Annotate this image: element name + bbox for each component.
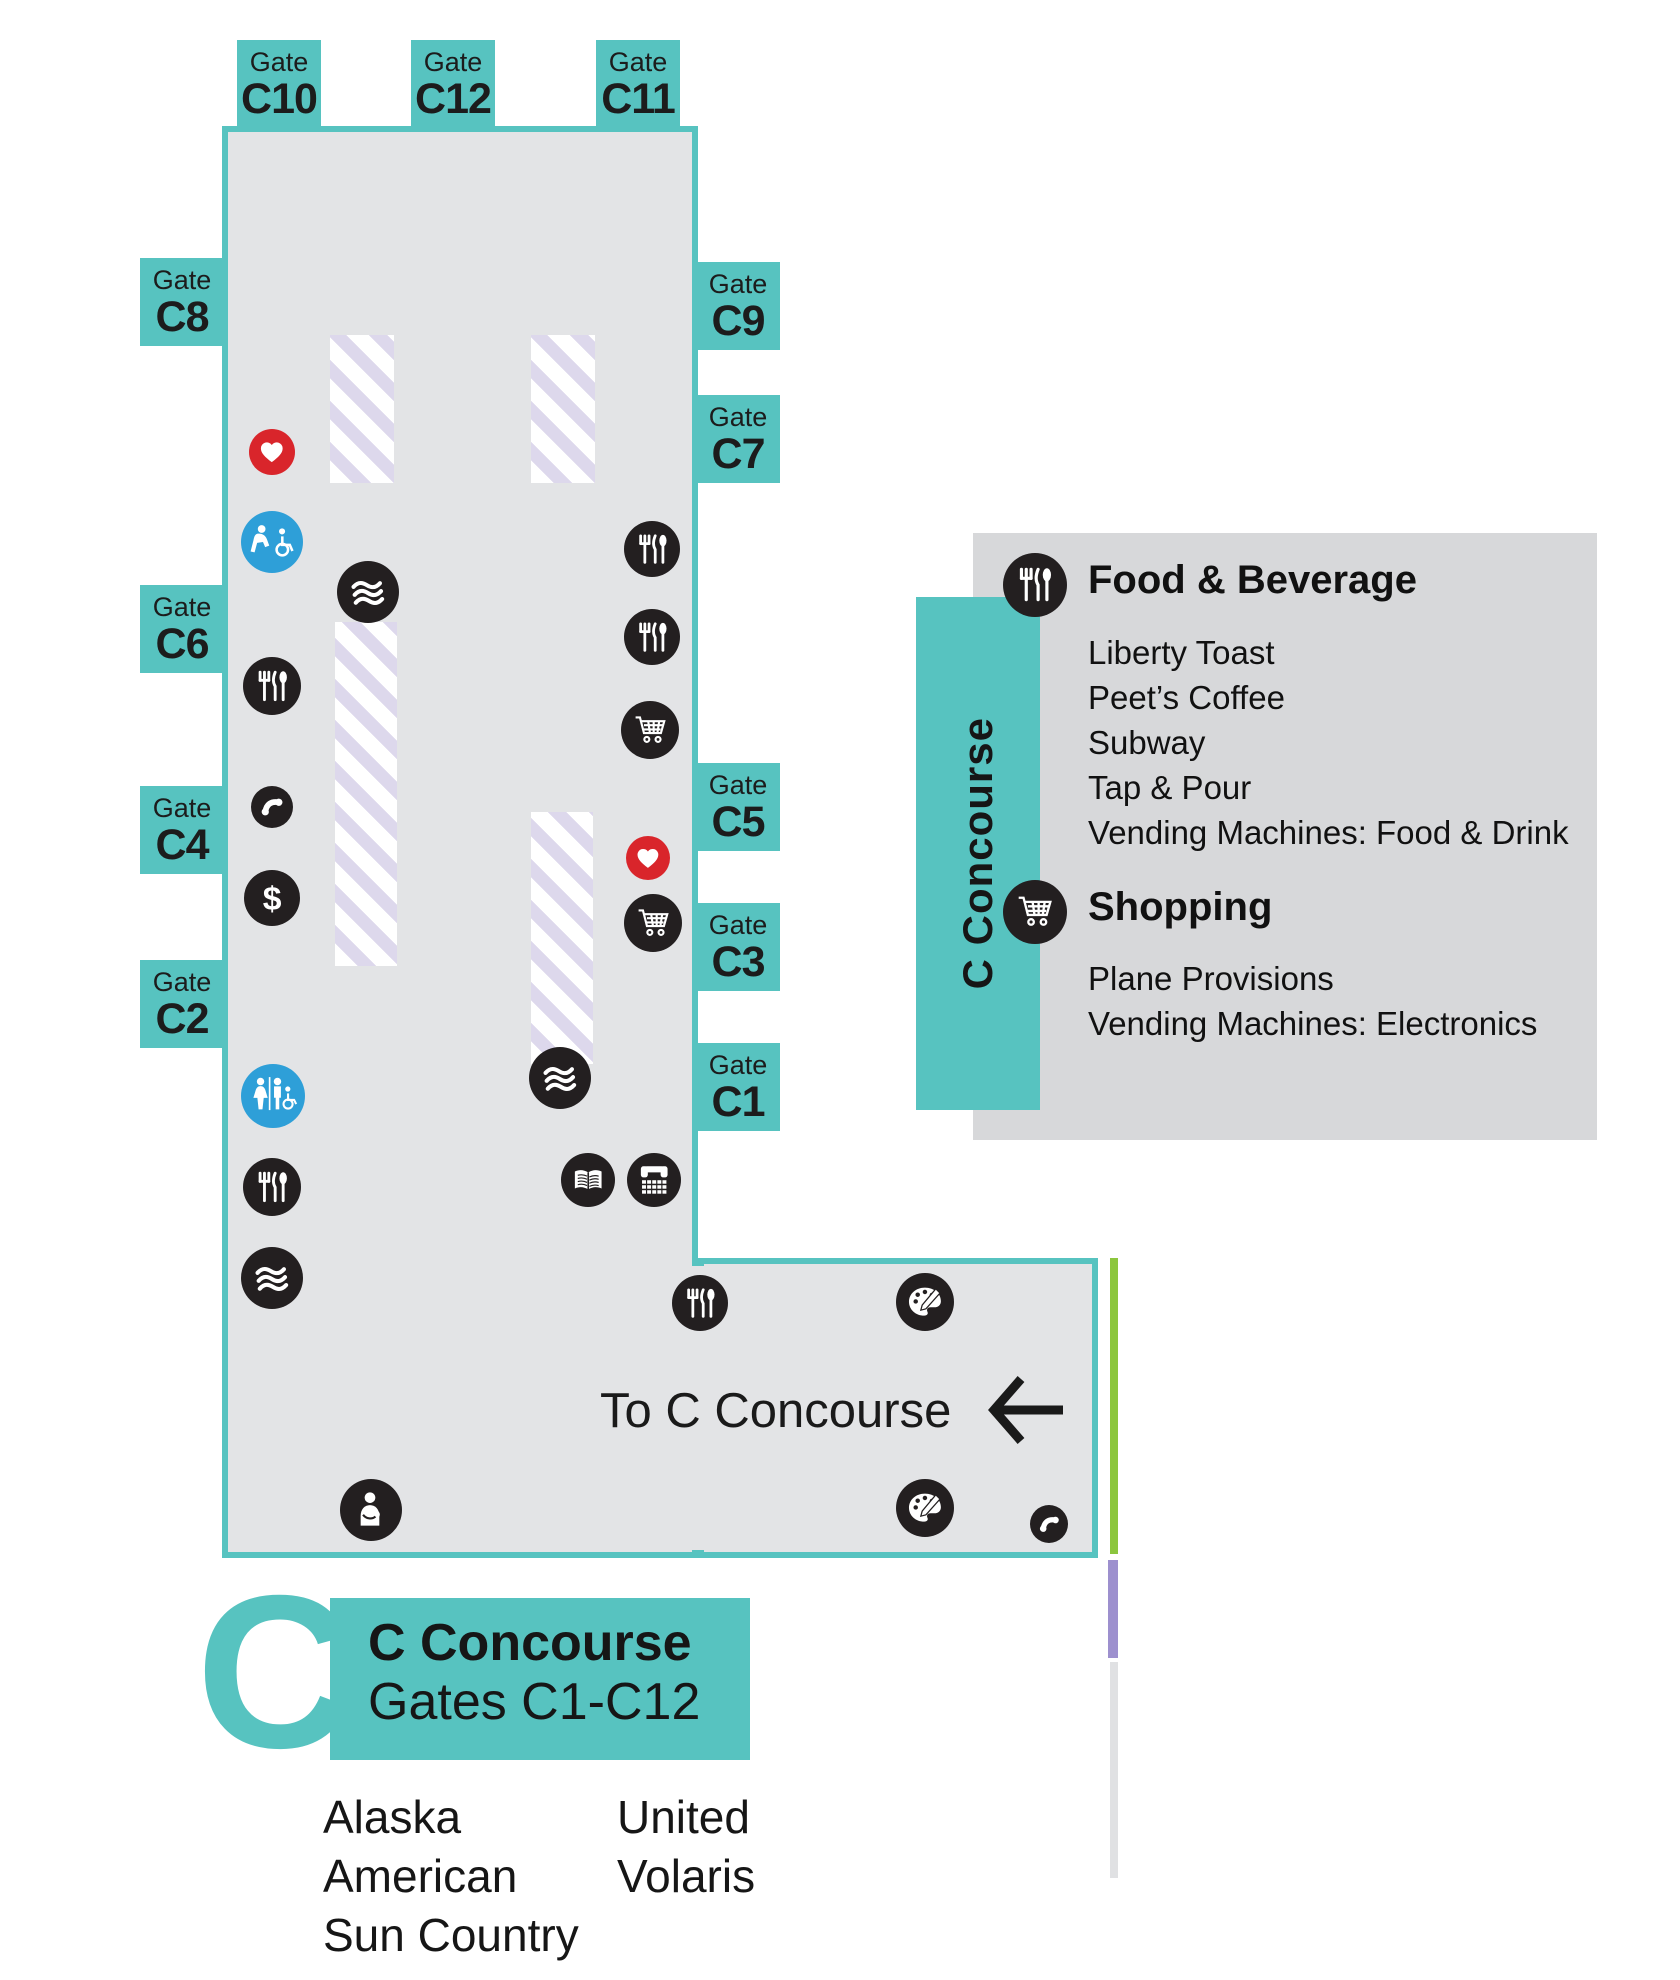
legend-item: Vending Machines: Food & Drink — [1088, 814, 1569, 851]
water-bottle-fill-icon — [241, 1247, 303, 1309]
gate-number: C8 — [155, 293, 210, 341]
legend-shopping-items: Plane Provisions Vending Machines: Elect… — [1088, 956, 1537, 1046]
airlines-column-right: United Volaris — [617, 1788, 755, 1906]
gate-number: C11 — [601, 75, 676, 123]
gate-c10: Gate C10 — [237, 40, 321, 128]
gate-c12: Gate C12 — [411, 40, 495, 128]
gate-c9: Gate C9 — [696, 262, 780, 350]
airline: Volaris — [617, 1850, 756, 1902]
gate-c2: Gate C2 — [140, 960, 224, 1048]
gate-c3: Gate C3 — [696, 903, 780, 991]
gate-word: Gate — [708, 1050, 768, 1080]
adult-changing-icon — [241, 511, 303, 573]
gate-number: C3 — [711, 938, 766, 986]
body-join-patch — [690, 1266, 710, 1550]
shopping-cart-icon — [621, 701, 679, 759]
gate-number: C9 — [711, 297, 766, 345]
gate-c7: Gate C7 — [696, 395, 780, 483]
gate-word: Gate — [152, 592, 212, 622]
legend-item: Vending Machines: Electronics — [1088, 1005, 1538, 1042]
gate-word: Gate — [708, 770, 768, 800]
moving-walkway — [531, 335, 595, 483]
legend-panel — [973, 533, 1597, 1140]
gate-word: Gate — [423, 47, 483, 77]
gate-c4: Gate C4 — [140, 786, 224, 874]
airline: American — [323, 1850, 518, 1902]
svg-text:$: $ — [263, 880, 282, 918]
legend-banner-label: C Concourse — [954, 717, 1001, 990]
legend-item: Peet’s Coffee — [1088, 679, 1285, 716]
gate-c11: Gate C11 — [596, 40, 680, 128]
restaurant-icon — [624, 521, 680, 577]
arrow-left-icon — [988, 1376, 1063, 1444]
concourse-main-body — [222, 126, 698, 1558]
gate-word: Gate — [152, 793, 212, 823]
gate-c6: Gate C6 — [140, 585, 224, 673]
concourse-title-box: C Concourse Gates C1-C12 — [330, 1598, 750, 1760]
atm-icon: $ — [244, 870, 300, 926]
airlines-column-left: Alaska American Sun Country — [323, 1788, 579, 1965]
water-bottle-fill-icon — [529, 1047, 591, 1109]
moving-walkway — [330, 335, 394, 483]
library-icon — [561, 1153, 615, 1207]
tty-phone-icon — [627, 1153, 681, 1207]
gate-word: Gate — [708, 402, 768, 432]
gate-number: C7 — [711, 430, 766, 478]
gate-number: C4 — [155, 821, 210, 869]
gate-number: C1 — [711, 1078, 766, 1126]
gate-number: C10 — [241, 75, 318, 123]
aed-heart-icon — [626, 836, 670, 880]
green-edge-line — [1110, 1258, 1118, 1554]
concourse-title: C Concourse — [368, 1614, 692, 1672]
concourse-letter: C — [196, 1551, 354, 1794]
restaurant-icon — [624, 609, 680, 665]
gate-c8: Gate C8 — [140, 258, 224, 346]
phone-icon — [1030, 1505, 1068, 1543]
moving-walkway — [531, 812, 593, 1064]
legend-item: Plane Provisions — [1088, 960, 1334, 997]
nursing-room-icon — [340, 1479, 402, 1541]
restaurant-icon — [672, 1275, 728, 1331]
gate-c5: Gate C5 — [696, 763, 780, 851]
legend-shopping-title: Shopping — [1088, 885, 1273, 929]
art-exhibit-icon — [896, 1273, 954, 1331]
gate-word: Gate — [708, 910, 768, 940]
art-exhibit-icon — [896, 1479, 954, 1537]
moving-walkway — [335, 622, 397, 966]
gate-number: C12 — [415, 75, 492, 123]
to-concourse-label: To C Concourse — [600, 1384, 952, 1438]
restaurant-icon — [243, 657, 301, 715]
aed-heart-icon — [249, 429, 295, 475]
gate-number: C2 — [155, 995, 210, 1043]
airline: Sun Country — [323, 1909, 579, 1961]
restaurant-icon — [243, 1158, 301, 1216]
gate-c1: Gate C1 — [696, 1043, 780, 1131]
legend-food-title: Food & Beverage — [1088, 558, 1417, 602]
airline: Alaska — [323, 1791, 462, 1843]
restaurant-icon — [1003, 553, 1067, 617]
legend-food-items: Liberty Toast Peet’s Coffee Subway Tap &… — [1088, 630, 1569, 855]
gray-edge-line — [1110, 1662, 1118, 1878]
water-bottle-fill-icon — [337, 561, 399, 623]
purple-edge-line — [1108, 1560, 1118, 1658]
gate-word: Gate — [152, 265, 212, 295]
airline: United — [617, 1791, 750, 1843]
gate-number: C6 — [155, 620, 210, 668]
gate-word: Gate — [249, 47, 309, 77]
legend-item: Liberty Toast — [1088, 634, 1275, 671]
gate-word: Gate — [708, 269, 768, 299]
shopping-cart-icon — [624, 894, 682, 952]
shopping-cart-icon — [1003, 880, 1067, 944]
gate-word: Gate — [152, 967, 212, 997]
concourse-subtitle: Gates C1-C12 — [368, 1673, 701, 1731]
legend-item: Tap & Pour — [1088, 769, 1252, 806]
legend-banner: C Concourse — [916, 597, 1040, 1110]
phone-icon — [251, 786, 293, 828]
gate-word: Gate — [608, 47, 668, 77]
legend-item: Subway — [1088, 724, 1206, 761]
gate-number: C5 — [711, 798, 766, 846]
restroom-icon — [241, 1064, 305, 1128]
